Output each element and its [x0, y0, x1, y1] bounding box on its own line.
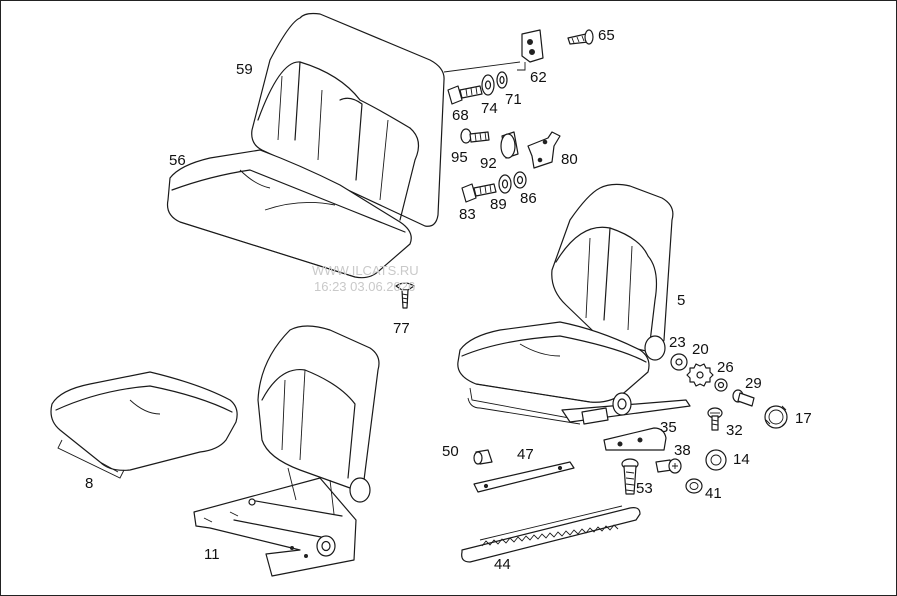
watermark-site: WWW.ILCATS.RU: [312, 263, 419, 278]
screw-77[interactable]: [395, 282, 415, 309]
label-92: 92: [480, 155, 497, 172]
label-35: 35: [660, 419, 677, 436]
label-89: 89: [490, 196, 507, 213]
cap-41[interactable]: [685, 478, 703, 494]
label-44: 44: [494, 556, 511, 573]
label-56: 56: [169, 152, 186, 169]
label-59: 59: [236, 61, 253, 78]
label-20: 20: [692, 341, 709, 358]
rail-47[interactable]: [473, 461, 575, 493]
label-68: 68: [452, 107, 469, 124]
label-8: 8: [85, 475, 93, 492]
bracket-80[interactable]: [527, 131, 561, 169]
screw-32[interactable]: [707, 407, 723, 431]
front-seat-5[interactable]: [457, 183, 691, 425]
label-41: 41: [705, 485, 722, 502]
pin-50[interactable]: [473, 449, 493, 465]
bolt-83[interactable]: [461, 183, 497, 203]
lever-35[interactable]: [603, 427, 667, 451]
star-washer-20[interactable]: [686, 363, 714, 387]
bolt-68[interactable]: [447, 85, 483, 105]
label-71: 71: [505, 91, 522, 108]
spacer-92[interactable]: [500, 131, 519, 159]
label-83: 83: [459, 206, 476, 223]
seat-frame-11[interactable]: [193, 325, 380, 577]
watermark-timestamp: 16:23 03.06.2026: [314, 279, 415, 294]
label-80: 80: [561, 151, 578, 168]
label-14: 14: [733, 451, 750, 468]
screw-29[interactable]: [732, 389, 755, 407]
screw-65[interactable]: [567, 29, 594, 45]
label-47: 47: [517, 446, 534, 463]
leader-line: [443, 61, 521, 73]
label-11: 11: [204, 546, 220, 563]
knob-14[interactable]: [705, 449, 727, 471]
washer-86[interactable]: [513, 171, 527, 189]
label-23: 23: [669, 334, 686, 351]
knob-17[interactable]: [764, 405, 788, 429]
label-77: 77: [393, 320, 410, 337]
washer-74[interactable]: [481, 74, 495, 96]
seat-cushion-8[interactable]: [50, 371, 238, 479]
label-26: 26: [717, 359, 734, 376]
label-17: 17: [795, 410, 812, 427]
label-53: 53: [636, 480, 653, 497]
washer-71[interactable]: [496, 71, 508, 89]
label-62: 62: [530, 69, 547, 86]
hinge-bracket-62[interactable]: [517, 29, 544, 71]
screw-38[interactable]: [655, 458, 682, 474]
washer-23[interactable]: [670, 353, 688, 371]
label-86: 86: [520, 190, 537, 207]
rear-backrest-59[interactable]: [251, 12, 445, 227]
bolt-95[interactable]: [460, 128, 490, 144]
label-65: 65: [598, 27, 615, 44]
washer-26[interactable]: [714, 378, 728, 392]
label-50: 50: [442, 443, 459, 460]
label-29: 29: [745, 375, 762, 392]
rear-cushion-56[interactable]: [166, 149, 412, 279]
bolt-53[interactable]: [621, 458, 639, 495]
rail-44[interactable]: [461, 505, 641, 563]
label-95: 95: [451, 149, 468, 166]
washer-89[interactable]: [498, 174, 512, 194]
label-32: 32: [726, 422, 743, 439]
label-5: 5: [677, 292, 685, 309]
label-74: 74: [481, 100, 498, 117]
label-38: 38: [674, 442, 691, 459]
